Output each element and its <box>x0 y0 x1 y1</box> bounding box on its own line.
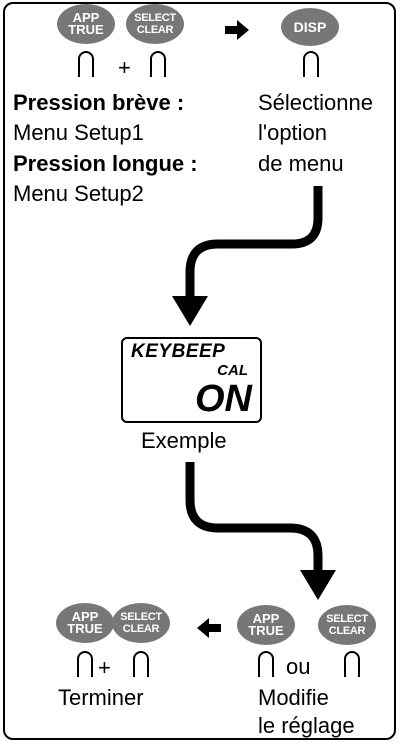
finger-press-icon <box>258 651 274 677</box>
app-true-label-bottom: TRUE <box>248 623 284 638</box>
disp-label: DISP <box>293 19 327 35</box>
plus-sign: + <box>118 55 131 80</box>
finish-caption: Terminer <box>58 685 144 710</box>
select-clear-label-bottom: CLEAR <box>122 623 160 635</box>
app-true-button[interactable]: APP TRUE <box>57 4 115 44</box>
app-true-button[interactable]: APP TRUE <box>56 603 114 643</box>
short-press-label: Pression brève : <box>13 90 185 115</box>
select-clear-button[interactable]: SELECT CLEAR <box>112 603 170 643</box>
finger-press-icon <box>78 51 94 77</box>
or-text: ou <box>286 654 311 679</box>
display-line1: KEYBEEP <box>131 341 226 362</box>
finger-press-icon <box>150 51 166 77</box>
display-caption: Exemple <box>141 428 227 453</box>
select-option-line3: de menu <box>258 151 344 176</box>
modify-caption-line1: Modifie <box>258 685 329 710</box>
app-true-button[interactable]: APP TRUE <box>237 605 295 645</box>
select-clear-label-top: SELECT <box>120 611 162 623</box>
finger-press-icon <box>303 51 319 77</box>
select-option-line2: l'option <box>258 120 328 145</box>
lcd-display: KEYBEEP CAL ON <box>121 337 262 423</box>
app-true-label-bottom: TRUE <box>67 621 103 636</box>
arrow-right-icon <box>225 20 249 40</box>
select-clear-button[interactable]: SELECT CLEAR <box>318 605 376 645</box>
select-clear-label-bottom: CLEAR <box>136 24 174 36</box>
long-press-label: Pression longue : <box>13 151 198 176</box>
app-true-label-top: APP <box>71 609 99 624</box>
modify-caption-line2: le réglage <box>258 713 355 738</box>
arrow-left-icon <box>197 618 221 638</box>
plus-sign: + <box>98 655 111 680</box>
finger-press-icon <box>77 651 93 677</box>
long-press-value: Menu Setup2 <box>13 181 144 206</box>
app-true-label-top: APP <box>252 611 280 626</box>
panel-frame <box>3 2 396 740</box>
select-clear-button[interactable]: SELECT CLEAR <box>126 4 184 44</box>
display-value: ON <box>195 378 252 420</box>
app-true-label-bottom: TRUE <box>68 22 104 37</box>
finger-press-icon <box>344 651 360 677</box>
select-clear-label-top: SELECT <box>134 12 176 24</box>
app-true-label-top: APP <box>72 10 100 25</box>
select-clear-label-top: SELECT <box>326 613 368 625</box>
disp-button[interactable]: DISP <box>281 8 339 46</box>
display-line2: CAL <box>217 362 248 379</box>
select-option-line1: Sélectionne <box>258 90 373 115</box>
finger-press-icon <box>133 651 149 677</box>
short-press-value: Menu Setup1 <box>13 120 144 145</box>
select-clear-label-bottom: CLEAR <box>328 625 366 637</box>
